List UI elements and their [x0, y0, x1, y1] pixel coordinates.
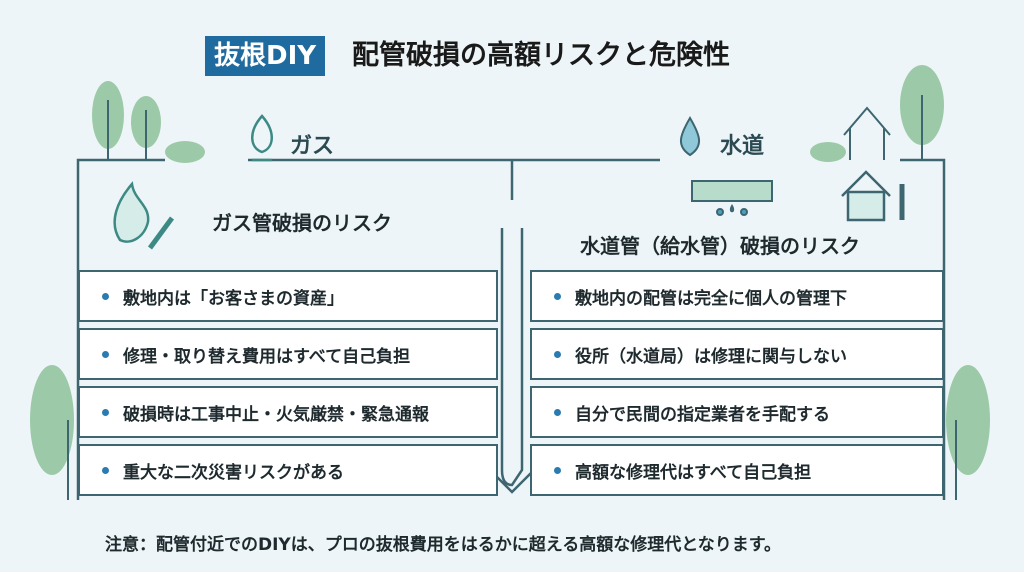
water-risk-item: 高額な修理代はすべて自己負担 [530, 444, 944, 496]
item-text: 敷地内は「お客さまの資産」 [123, 288, 344, 309]
bullet-icon [102, 350, 109, 358]
bullet-icon [554, 350, 561, 358]
bullet-icon [102, 408, 109, 416]
fire-wrench-icon [113, 181, 175, 250]
gas-risk-item: 修理・取り替え費用はすべて自己負担 [78, 328, 498, 380]
item-text: 修理・取り替え費用はすべて自己負担 [123, 346, 411, 367]
item-text: 役所（水道局）は修理に関与しない [575, 346, 847, 367]
title-badge: 抜根DIY [205, 36, 326, 76]
gas-risk-item: 敷地内は「お客さまの資産」 [78, 270, 498, 322]
leaking-pipe-icon [691, 180, 773, 216]
gas-risk-item: 破損時は工事中止・火気厳禁・緊急通報 [78, 386, 498, 438]
bullet-icon [102, 466, 109, 474]
water-section-label: 水道 [720, 134, 765, 159]
item-text: 高額な修理代はすべて自己負担 [575, 462, 812, 483]
flame-icon [251, 114, 273, 162]
water-risk-item: 自分で民間の指定業者を手配する [530, 386, 944, 438]
bullet-icon [102, 292, 109, 300]
gas-risk-item: 重大な二次災害リスクがある [78, 444, 498, 496]
item-text: 重大な二次災害リスクがある [123, 462, 344, 483]
gas-section-label: ガス [290, 134, 335, 159]
bullet-icon [554, 408, 561, 416]
item-text: 自分で民間の指定業者を手配する [575, 404, 830, 425]
house-repair-icon [841, 170, 905, 222]
item-text: 敷地内の配管は完全に個人の管理下 [575, 288, 847, 309]
water-subtitle: 水道管（給水管）破損のリスク [580, 234, 860, 258]
caution-note: 注意：配管付近でのDIYは、プロの抜根費用をはるかに超える高額な修理代となります… [105, 535, 782, 555]
bullet-icon [554, 292, 561, 300]
water-risk-item: 敷地内の配管は完全に個人の管理下 [530, 270, 944, 322]
water-risk-item: 役所（水道局）は修理に関与しない [530, 328, 944, 380]
water-drop-icon [680, 116, 700, 157]
item-text: 破損時は工事中止・火気厳禁・緊急通報 [123, 404, 429, 425]
bullet-icon [554, 466, 561, 474]
gas-subtitle: ガス管破損のリスク [212, 211, 392, 235]
page-title: 配管破損の高額リスクと危険性 [352, 40, 730, 71]
